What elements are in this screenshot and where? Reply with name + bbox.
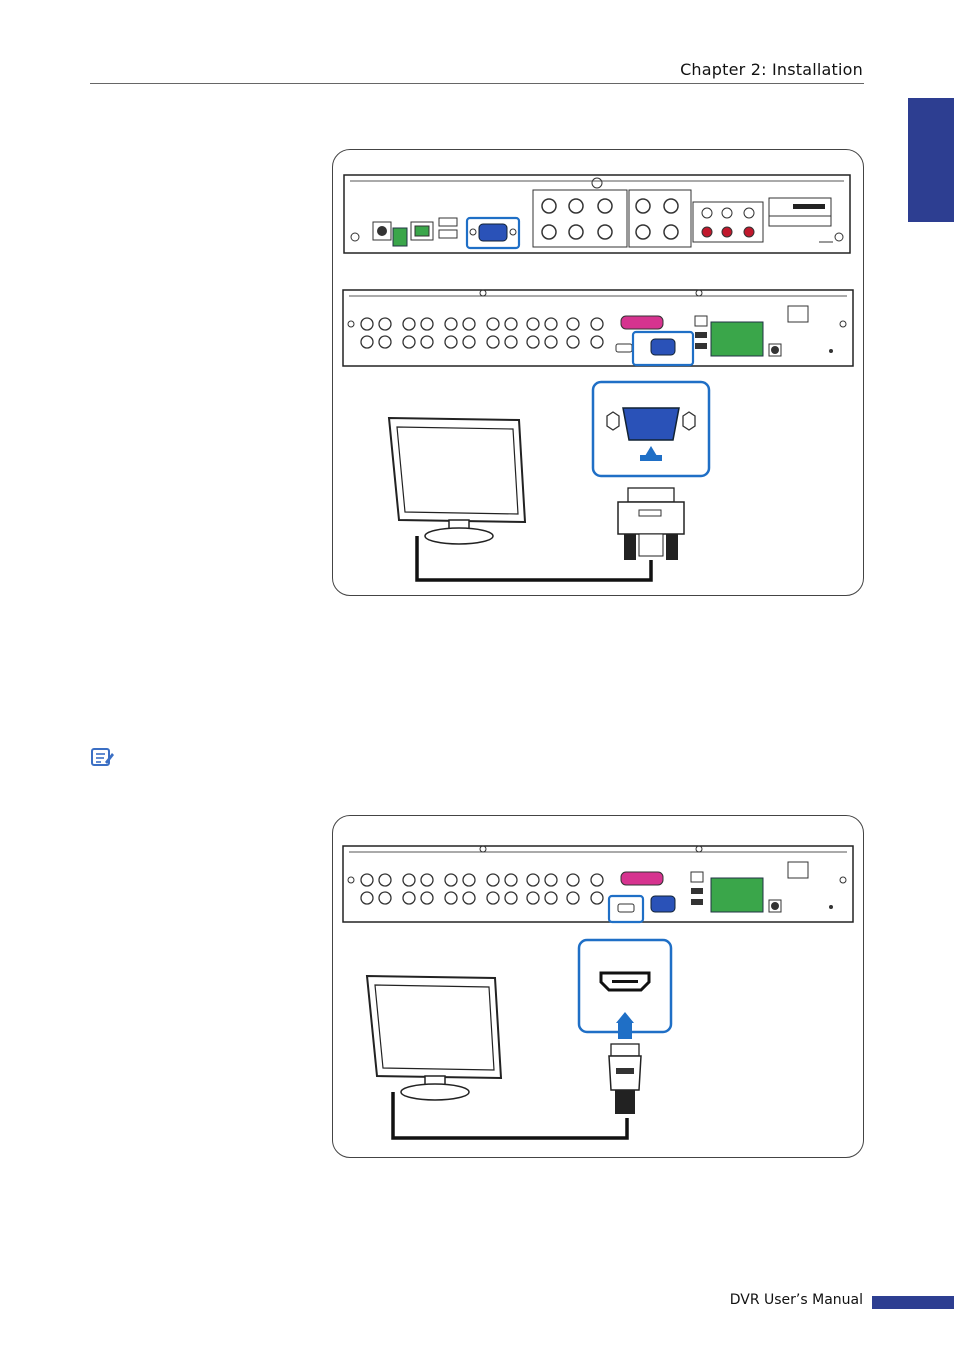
dvr-rear-panel-large xyxy=(343,290,853,366)
note-icon xyxy=(90,746,114,768)
vga-connection-illustration xyxy=(333,150,863,595)
hdmi-cable-plug xyxy=(609,1044,641,1114)
footer-manual-title: DVR User’s Manual xyxy=(730,1292,863,1308)
vga-connection-figure xyxy=(332,149,864,596)
hdmi-port-callout xyxy=(579,940,671,1039)
dvr-rear-panel-small xyxy=(344,175,850,253)
hdmi-connection-figure xyxy=(332,815,864,1158)
dvr-rear-panel-large-hdmi xyxy=(343,846,853,922)
header-rule xyxy=(90,83,864,84)
footer-page-bar xyxy=(872,1296,954,1309)
vga-port-callout xyxy=(593,382,709,476)
language-tab xyxy=(908,98,954,222)
chapter-title: Chapter 2: Installation xyxy=(680,60,863,79)
monitor-hdmi xyxy=(367,976,501,1100)
monitor xyxy=(389,418,525,544)
hdmi-connection-illustration xyxy=(333,816,863,1157)
vga-cable-plug xyxy=(618,488,684,560)
